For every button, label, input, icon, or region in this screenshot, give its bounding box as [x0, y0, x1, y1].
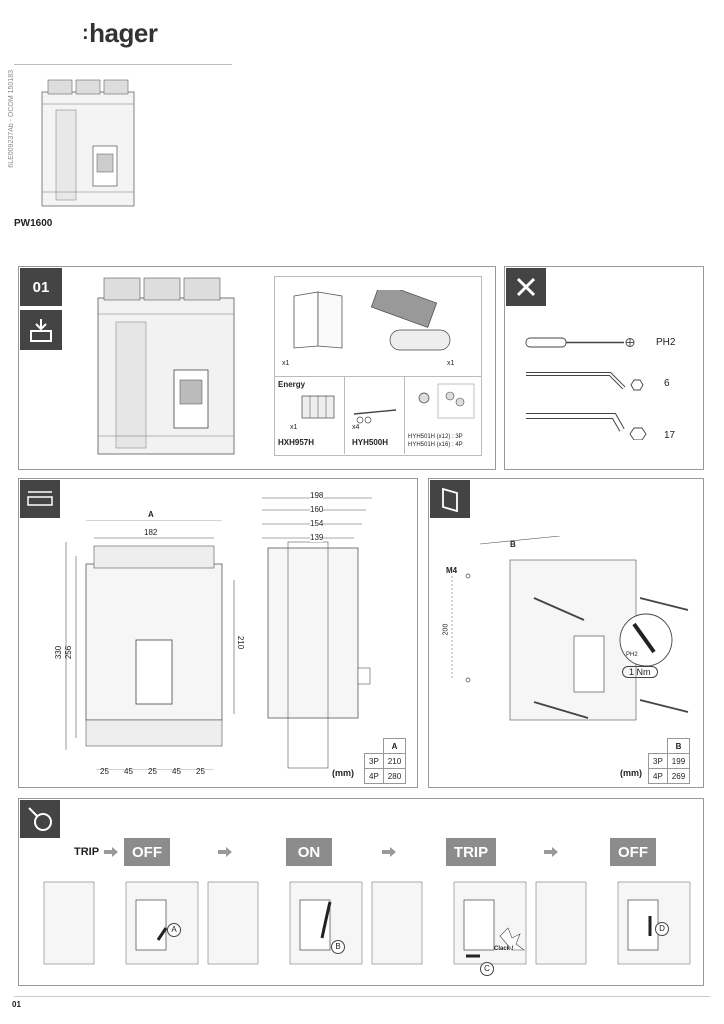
- energy-label: Energy: [278, 380, 306, 389]
- wall-mount-icon: [430, 480, 470, 518]
- tools-icon: [506, 268, 546, 306]
- dim-width-182: 182: [144, 528, 158, 537]
- screw-kit-icon: [353, 409, 397, 424]
- trip-label: TRIP: [74, 846, 100, 858]
- state-trip: TRIP: [446, 838, 496, 866]
- socket-wrench-size: 17: [664, 430, 676, 441]
- section-operation: [18, 798, 704, 986]
- contents-divider-v1: [344, 376, 345, 454]
- hyh501-3p: HYH501H (x12) : 3P: [408, 434, 463, 440]
- torque-value: 1 Nm: [622, 666, 658, 678]
- operation-step-d-drawing: [535, 881, 691, 965]
- state-on: ON: [286, 838, 332, 866]
- section-tools: [504, 266, 704, 470]
- hyh501-4p: HYH501H (x16) : 4P: [408, 442, 463, 448]
- screwdriver-size: PH2: [656, 337, 676, 348]
- footer-rule: [14, 996, 710, 997]
- mount-screwdriver-ph2: PH2: [626, 652, 638, 658]
- document-code: 6LE009237Ab - OCOM 150183: [8, 70, 15, 168]
- breaker-illustration: [97, 277, 235, 455]
- side-dimension-drawing: [262, 497, 372, 769]
- ruler-icon: [20, 480, 60, 518]
- marker-c: C: [480, 962, 494, 976]
- washer-nut-icon: [418, 383, 475, 419]
- table-B-head: B: [666, 738, 691, 754]
- header-rule: [14, 64, 232, 65]
- bottom-dim-45b: 45: [172, 767, 181, 776]
- mount-height-200: 200: [442, 623, 450, 636]
- table-B-pole: 4P: [648, 768, 668, 784]
- depth-160: 160: [310, 505, 324, 514]
- arrow-right-icon: [218, 847, 232, 857]
- bottom-dim-25c: 25: [196, 767, 205, 776]
- doc-quantity: x1: [282, 360, 290, 367]
- arrow-right-icon: [104, 847, 118, 857]
- product-illustration: [41, 79, 135, 207]
- trip-test-icon: [20, 800, 60, 838]
- section-mounting: [428, 478, 704, 788]
- hyh500-quantity: x4: [352, 424, 360, 431]
- hex-key-size: 6: [664, 378, 670, 389]
- bottom-dim-45a: 45: [124, 767, 133, 776]
- brand-logo: :hager: [82, 18, 158, 48]
- table-A-head: A: [382, 738, 407, 754]
- table-A-value: 210: [382, 753, 407, 769]
- screw-m4-label: M4: [446, 566, 458, 575]
- marker-b: B: [331, 940, 345, 954]
- table-B-pole: 3P: [648, 753, 668, 769]
- model-name: PW1600: [14, 218, 53, 229]
- contents-panel: [274, 276, 482, 456]
- state-off-final: OFF: [610, 838, 656, 866]
- dim-height-210: 210: [236, 635, 246, 650]
- table-A-pole: 3P: [364, 753, 384, 769]
- mounting-drawing: [451, 536, 689, 721]
- depth-139: 139: [310, 533, 324, 542]
- arrow-right-icon: [382, 847, 396, 857]
- hxh-reference: HXH957H: [278, 438, 315, 447]
- table-A-value: 280: [382, 768, 407, 784]
- arrow-right-icon: [544, 847, 558, 857]
- document-leaflet-icon: [293, 291, 343, 349]
- dim-B-label: B: [510, 540, 516, 549]
- table-B-value: 199: [666, 753, 691, 769]
- operation-step-a-drawing: [43, 881, 199, 965]
- dim-unit: (mm): [332, 768, 354, 778]
- hyh500-reference: HYH500H: [352, 438, 389, 447]
- section-package-contents: [18, 266, 496, 470]
- tool-drawings: [525, 337, 647, 440]
- unpack-icon: [20, 310, 62, 350]
- dim-height-330: 330: [54, 645, 64, 660]
- section-dimensions: [18, 478, 418, 788]
- dim-A-label: A: [148, 510, 154, 519]
- clack-sound-label: Clack !: [494, 946, 514, 952]
- handle-accessory-icon: [370, 290, 451, 351]
- depth-154: 154: [310, 519, 324, 528]
- front-dimension-drawing: [65, 520, 235, 770]
- depth-198: 198: [310, 491, 324, 500]
- contents-divider: [274, 376, 482, 377]
- bottom-dim-25b: 25: [148, 767, 157, 776]
- hxh-connector-icon: [301, 395, 335, 419]
- operation-step-c-drawing: [371, 881, 527, 965]
- table-B-value: 269: [666, 768, 691, 784]
- operation-step-b-drawing: [207, 881, 363, 965]
- step-number: 01: [20, 268, 62, 306]
- dim-height-256: 256: [64, 645, 74, 660]
- page-number: 01: [12, 1000, 21, 1009]
- hxh-quantity: x1: [290, 424, 298, 431]
- marker-a: A: [167, 923, 181, 937]
- mount-unit: (mm): [620, 768, 642, 778]
- contents-divider-v2: [404, 376, 405, 454]
- state-off: OFF: [124, 838, 170, 866]
- marker-d: D: [655, 922, 669, 936]
- handle-quantity: x1: [447, 360, 455, 367]
- table-A-pole: 4P: [364, 768, 384, 784]
- bottom-dim-25a: 25: [100, 767, 109, 776]
